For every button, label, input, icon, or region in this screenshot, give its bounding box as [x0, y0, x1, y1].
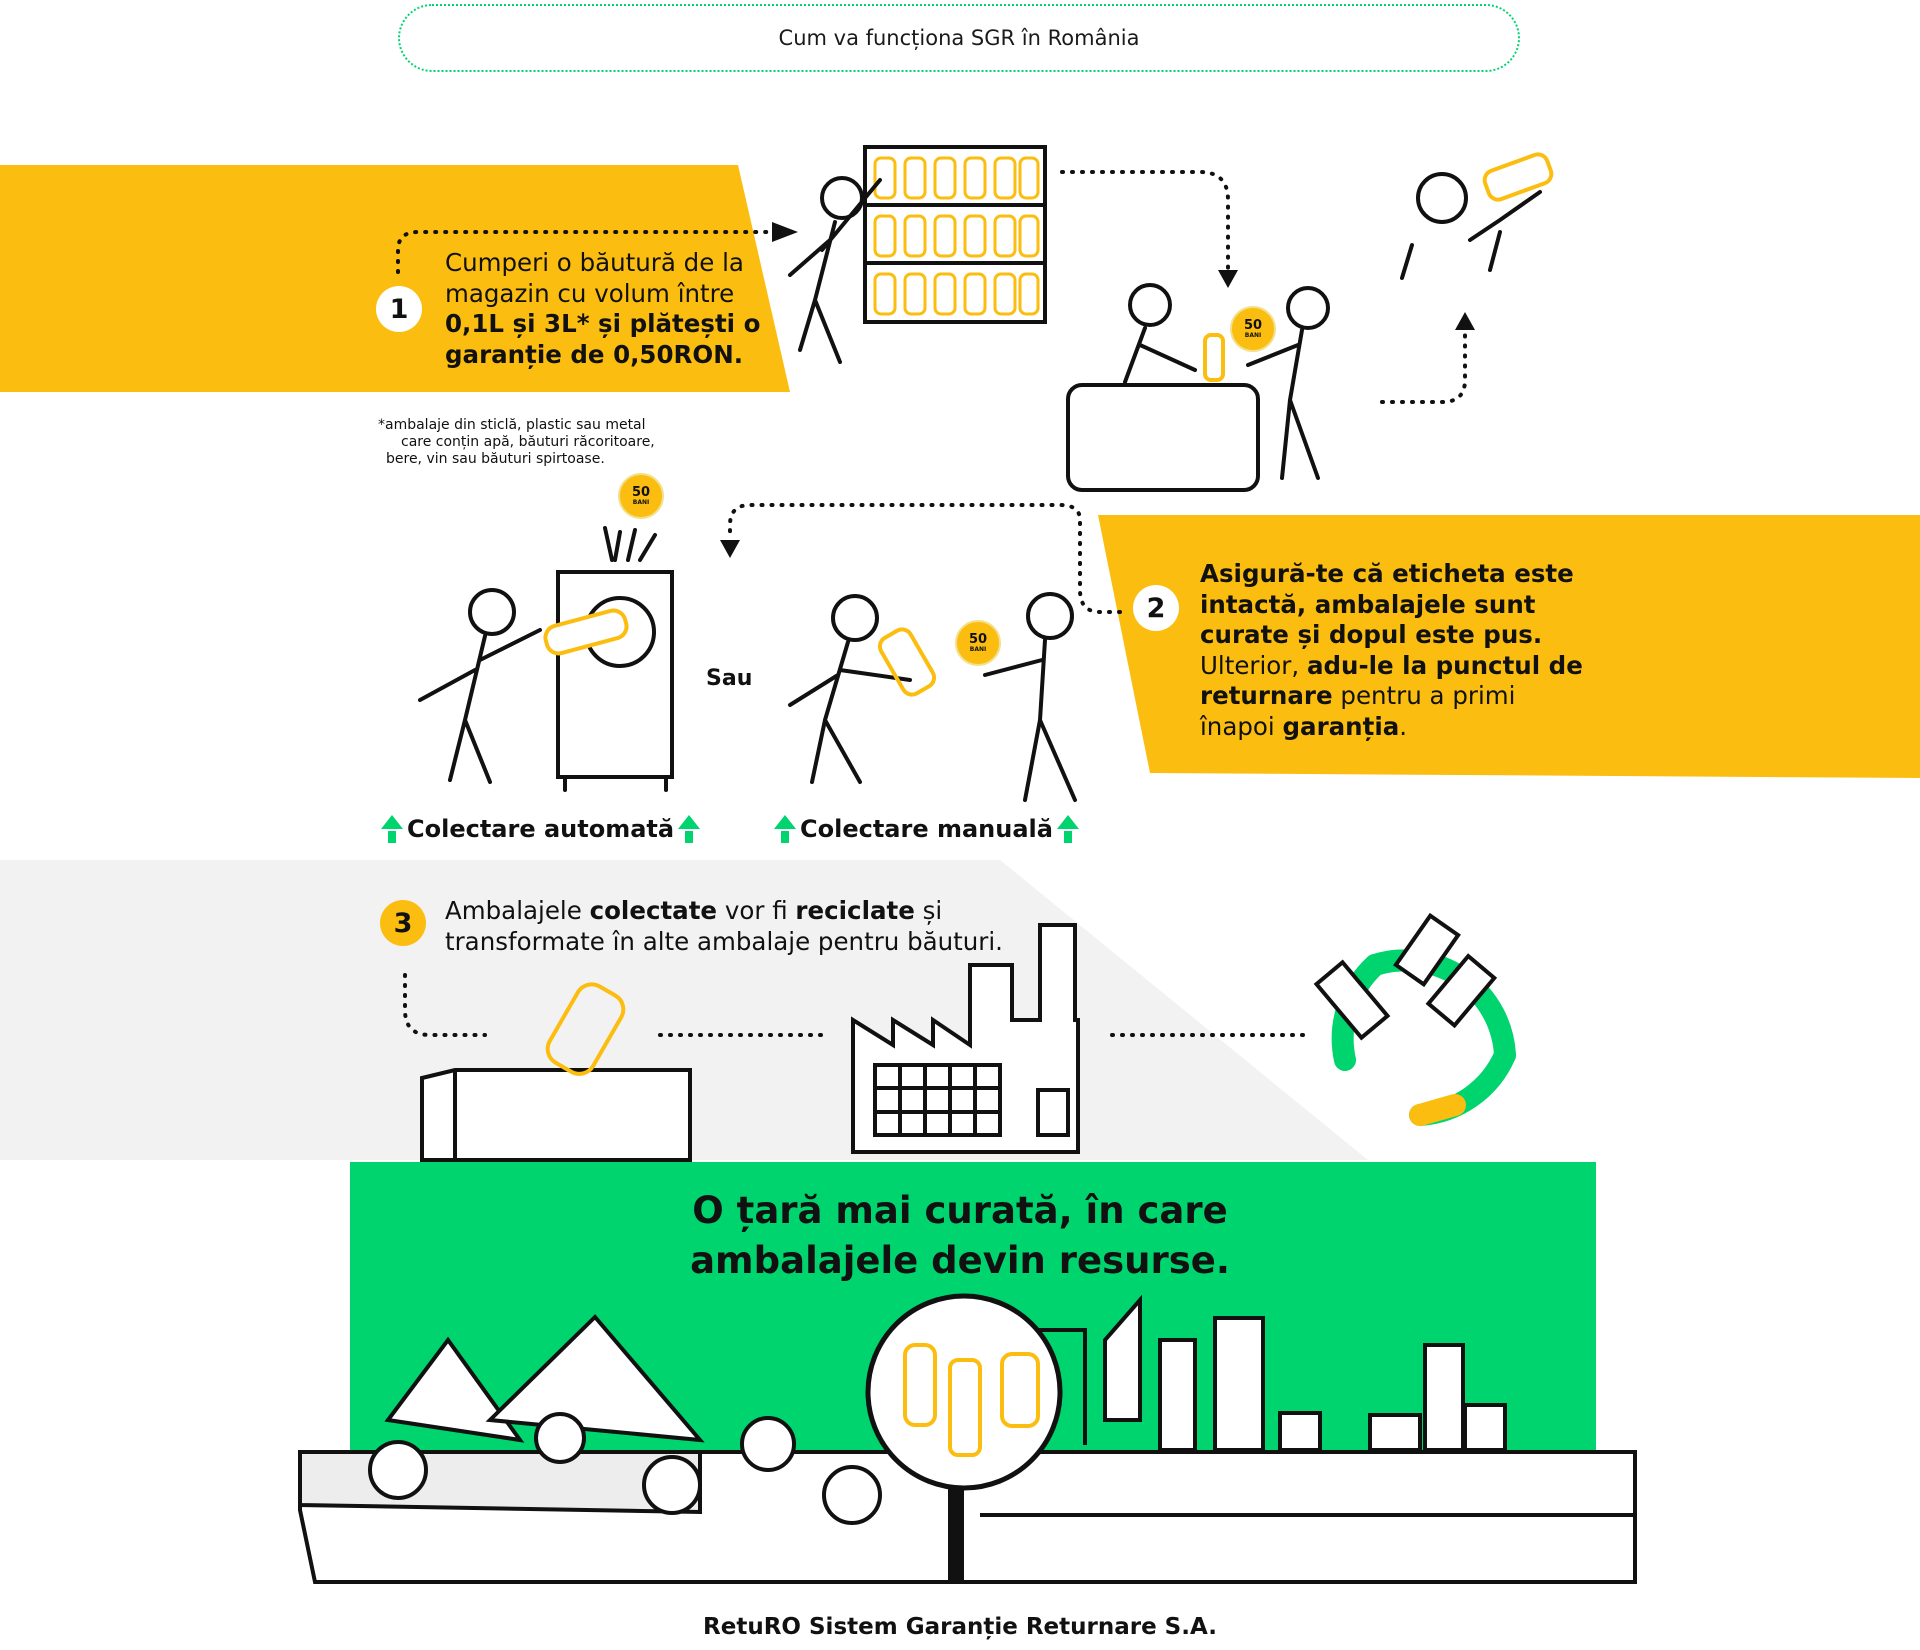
header-title-pill: Cum va funcționa SGR în România: [398, 4, 1520, 72]
rvm-bottle: [543, 608, 629, 656]
closing-headline: O țară mai curată, în care ambalajele de…: [690, 1189, 1230, 1282]
dotted-connectors: [396, 170, 1467, 1037]
checkout-counter-illustration: [1066, 283, 1330, 492]
up-arrow-icon: [1056, 815, 1079, 843]
auto-collect-person: [418, 588, 542, 784]
step2-number-badge: 2: [1133, 585, 1179, 631]
footnote: *ambalaje din sticlă, plastic sau metal …: [378, 417, 655, 468]
drinking-person-illustration: [1400, 152, 1554, 280]
step2-yellow-band: [1098, 515, 1920, 778]
header-title: Cum va funcționa SGR în România: [778, 26, 1140, 50]
up-arrow-icon: [381, 815, 403, 843]
step1-description: Cumperi o băutură de la magazin cu volum…: [445, 248, 760, 370]
manual-collect-people: [788, 592, 1077, 802]
step1-number-badge: 1: [376, 286, 422, 332]
up-arrow-icon: [774, 815, 796, 843]
footnote-line3: bere, vin sau băuturi spirtoase.: [386, 451, 605, 467]
reverse-vending-machine: [556, 526, 674, 792]
step2-description: Asigură-te că eticheta este intactă, amb…: [1200, 559, 1583, 741]
step3-description: Ambalajele colectate vor fi reciclate și…: [445, 896, 1003, 956]
or-label: Sau: [706, 666, 753, 691]
shopper-figure: [788, 176, 882, 364]
step1-yellow-band: [0, 165, 790, 392]
footnote-line1: *ambalaje din sticlă, plastic sau metal: [378, 417, 646, 433]
recycling-bin-illustration: [420, 982, 692, 1162]
recycle-loop-bottles: [1313, 912, 1498, 1041]
company-footer: RetuRO Sistem Garanție Returnare S.A.: [703, 1614, 1217, 1640]
automatic-collection-label: Colectare automată: [377, 815, 704, 843]
up-arrow-icon: [678, 815, 701, 843]
footnote-line2: care conțin apă, băuturi răcoritoare,: [401, 434, 655, 450]
step1-line3: 0,1L și 3L* și plătești o: [445, 309, 761, 338]
factory-illustration: [851, 923, 1080, 1154]
step1-line2: magazin cu volum între: [445, 278, 735, 308]
step1-line4: garanție de 0,50RON.: [445, 339, 744, 369]
step3-number-badge: 3: [380, 900, 426, 946]
shelf-bottles: [873, 156, 1040, 316]
landscape-illustration: [298, 1293, 1637, 1584]
manual-collection-label: Colectare manuală: [770, 815, 1083, 843]
step1-line1: Cumperi o băutură de la: [445, 248, 744, 277]
connector-arrowheads: [720, 222, 1475, 558]
